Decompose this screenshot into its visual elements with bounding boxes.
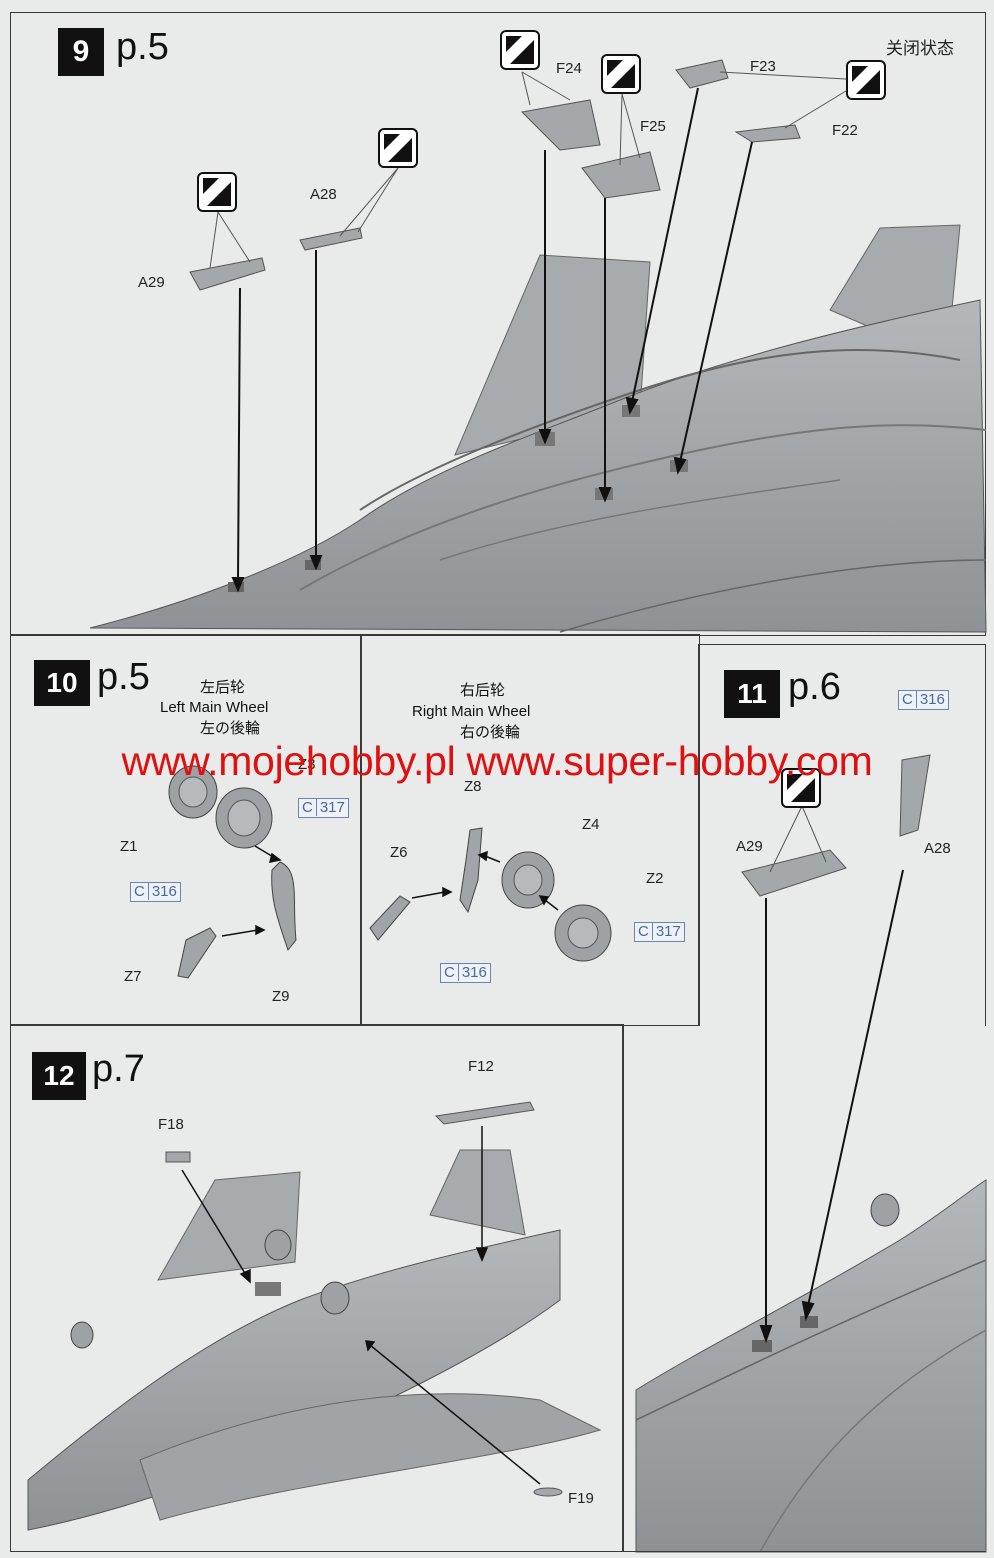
part-label: F24 [556,60,582,77]
step9-leader-lines [209,71,865,269]
part-label: A29 [138,274,165,291]
step-12-panel [10,1024,624,1552]
step-12-number: 12 [32,1052,86,1100]
part-label: F25 [640,118,666,135]
step-9-number: 9 [58,28,104,76]
step9-arrows [231,87,753,593]
step11-drawings [635,754,987,1553]
left-wheel-caption-cn: 左后轮 [200,679,246,696]
step-9-page-ref: p.5 [116,26,169,68]
part-label: F12 [468,1058,494,1075]
right-wheel-caption-en: Right Main Wheel [412,703,531,720]
part-label: Z8 [464,778,482,795]
close-state-icon [378,128,418,168]
step-11-page-ref: p.6 [788,666,841,708]
close-state-icon [197,172,237,212]
step-9-panel [10,12,986,636]
step-11-number: 11 [724,670,780,718]
part-label: Z9 [272,988,290,1005]
part-label: F23 [750,58,776,75]
part-label: Z1 [120,838,138,855]
part-label: F18 [158,1116,184,1133]
close-state-icon [846,60,886,100]
close-state-icon [781,768,821,808]
right-wheel-caption-jp: 右の後輪 [460,724,521,741]
step10-arrows [221,845,559,937]
step12-arrows [181,1126,541,1485]
part-label: Z2 [646,870,664,887]
step12-aircraft-drawing [27,1101,602,1531]
state-note: 关闭状态 [886,39,954,58]
watermark-text: www.mojehobby.pl www.super-hobby.com [121,738,873,784]
step9-parts [189,59,801,291]
step10-drawings [168,765,612,979]
step-10-number: 10 [34,660,90,706]
left-wheel-caption-en: Left Main Wheel [160,699,269,716]
right-wheel-caption-cn: 右后轮 [460,682,506,699]
part-label: F19 [568,1490,594,1507]
close-state-icon [601,54,641,94]
step9-aircraft-drawing [89,224,987,633]
part-label: A28 [924,840,951,857]
part-label: Z7 [124,968,142,985]
part-label: Z6 [390,844,408,861]
part-label: Z4 [582,816,600,833]
part-label: A28 [310,186,337,203]
part-label: Z3 [298,756,316,773]
step-11-lower-panel [622,1024,986,1552]
left-wheel-caption-jp: 左の後輪 [200,720,261,737]
step-10-right-panel [360,634,700,1026]
part-label: A29 [736,838,763,855]
step-11-panel [698,644,986,1026]
step-10-left-panel [10,634,362,1026]
part-label: F22 [832,122,858,139]
step-12-page-ref: p.7 [92,1048,145,1090]
close-state-icon [500,30,540,70]
step11-arrows [759,869,904,1343]
step-10-page-ref: p.5 [97,656,150,698]
